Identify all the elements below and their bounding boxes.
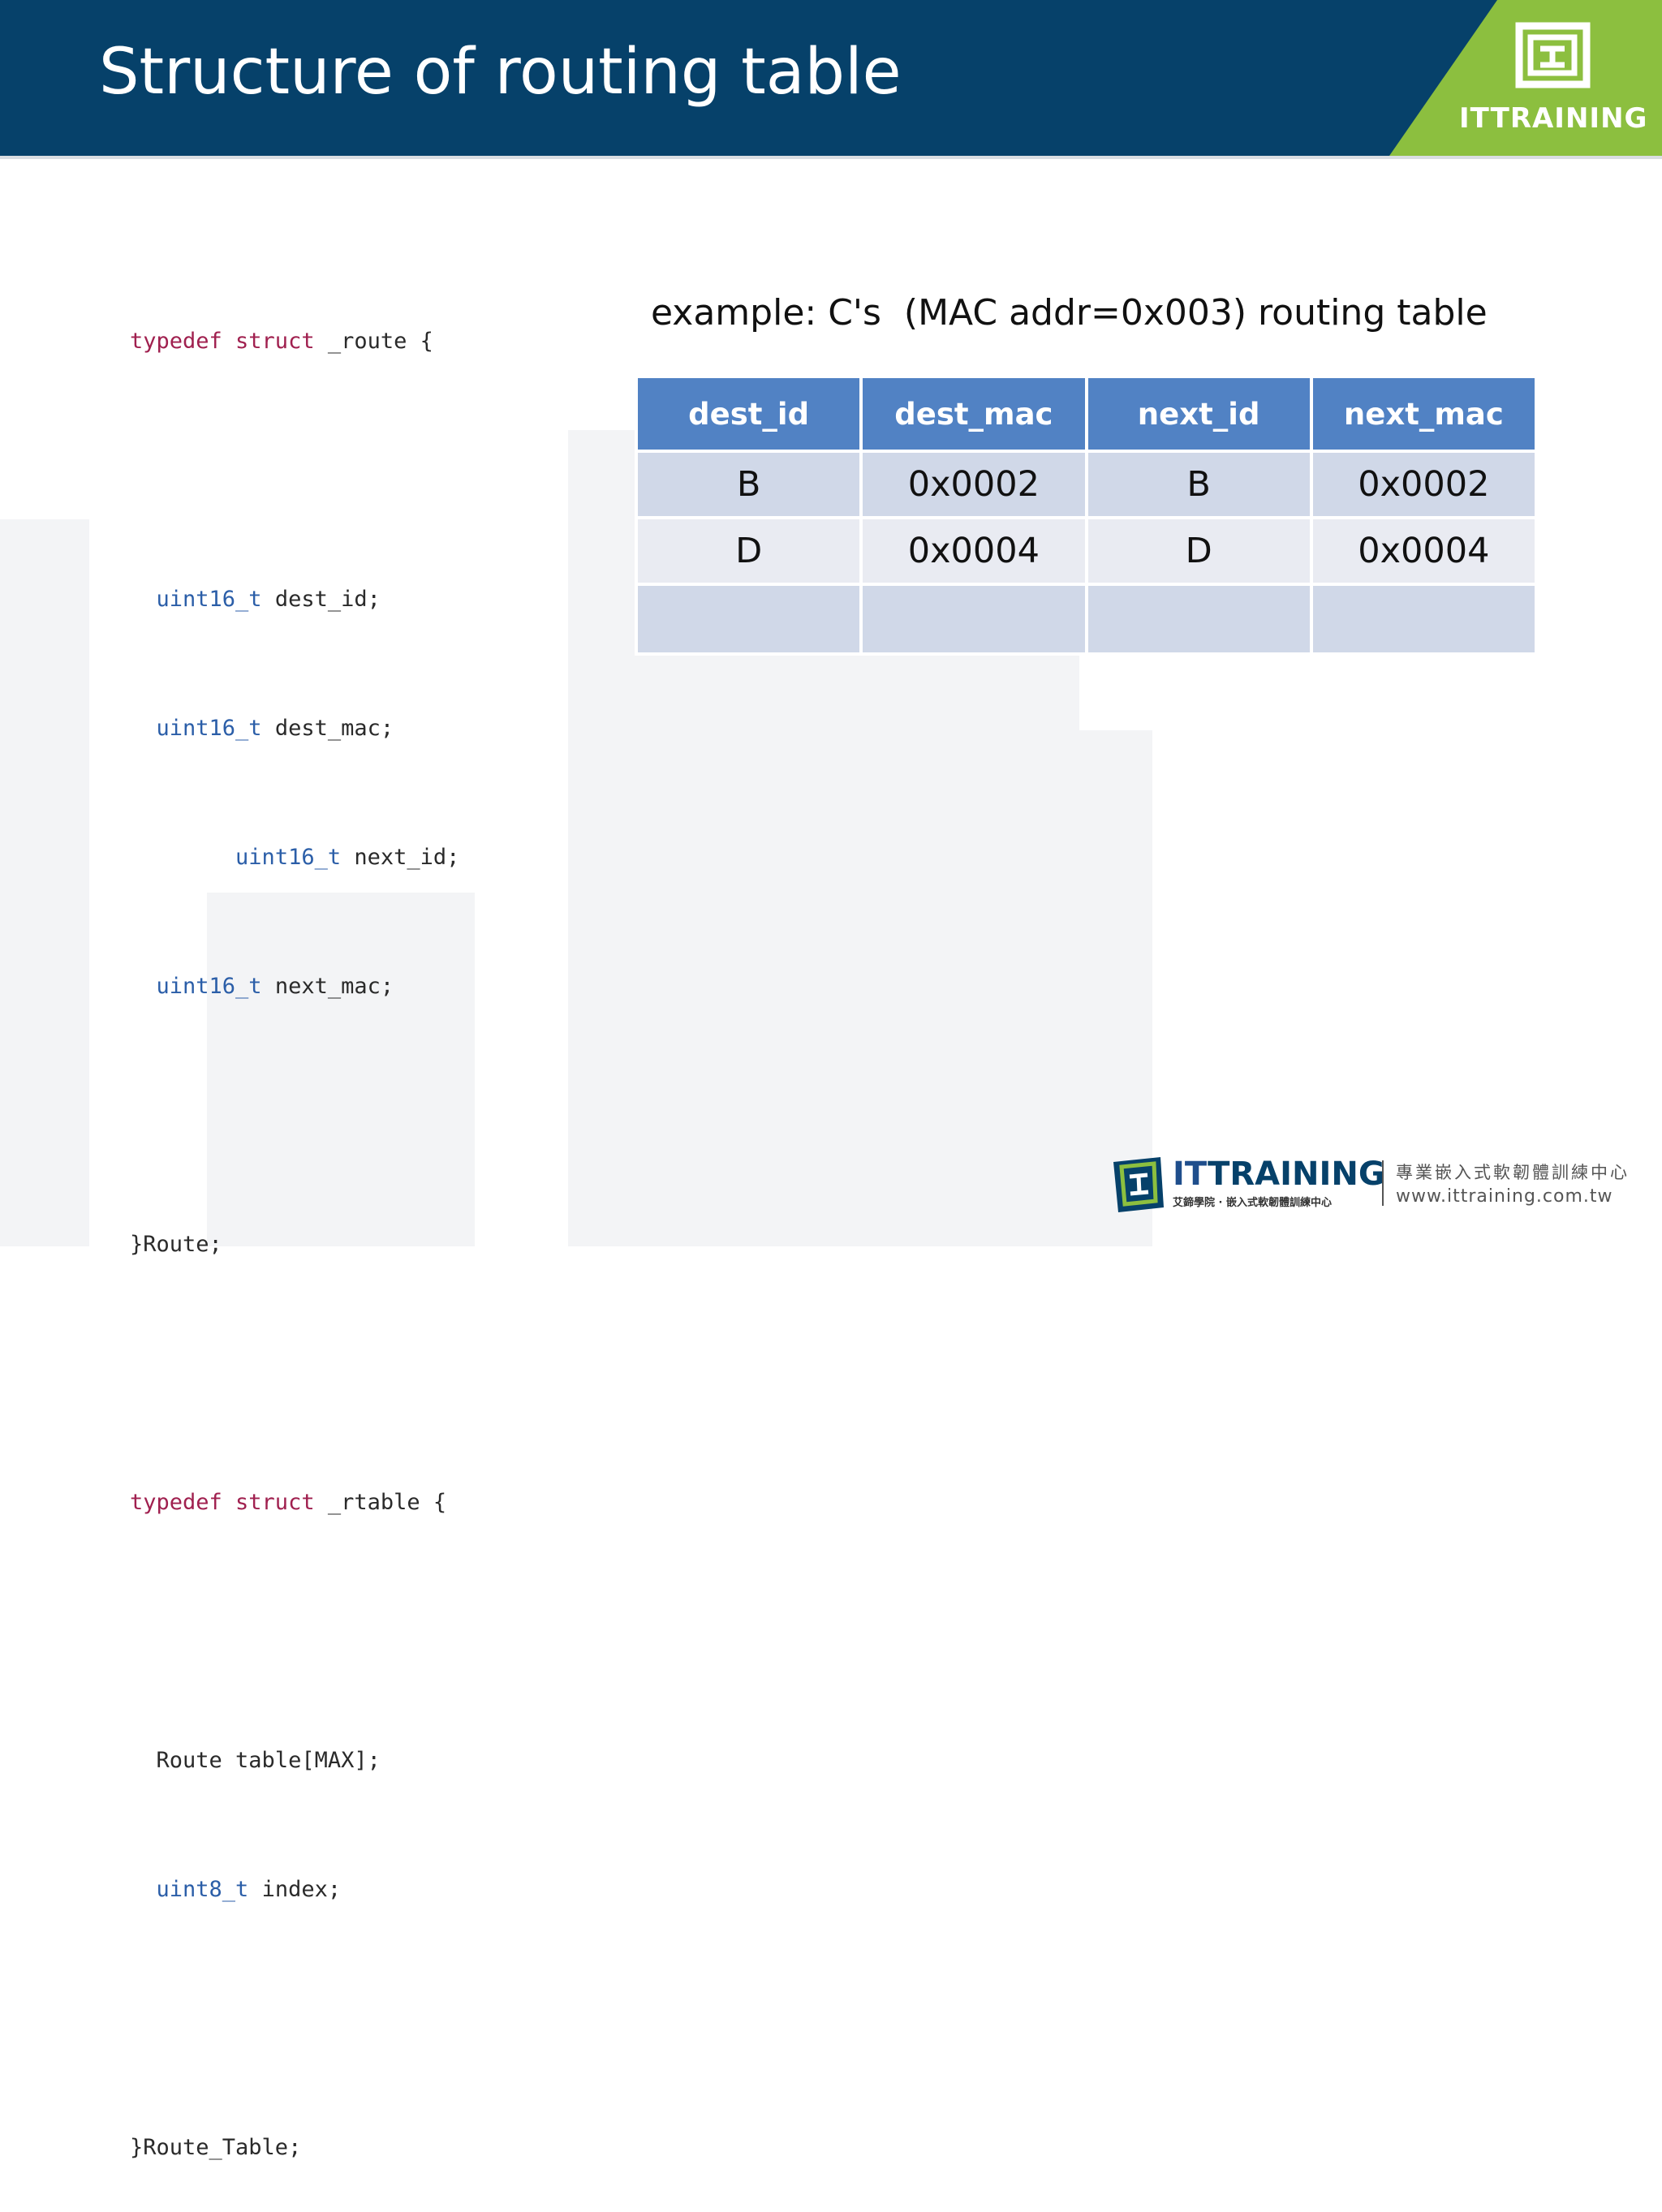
footer-logo-icon	[1113, 1157, 1164, 1212]
footer-divider	[1382, 1160, 1384, 1206]
table-cell	[1084, 583, 1313, 656]
table-cell: D	[1084, 516, 1313, 586]
code-text: }Route;	[130, 1232, 222, 1257]
slide-title: Structure of routing table	[99, 36, 902, 109]
code-line: Route table[MAX];	[130, 1739, 459, 1782]
slide-header: Structure of routing table	[0, 0, 1662, 159]
code-line: typedef struct _route {	[130, 320, 459, 363]
footer-slogan: 專業嵌入式軟韌體訓練中心	[1396, 1163, 1630, 1182]
brand-name: ITTRAINING	[1459, 102, 1648, 135]
footer-brand-prefix: IT	[1173, 1155, 1208, 1193]
code-line: }Route_Table;	[130, 2126, 459, 2169]
code-line	[130, 1094, 459, 1137]
code-line	[130, 1610, 459, 1653]
code-text: dest_mac;	[261, 716, 394, 741]
code-line: uint16_t dest_mac;	[130, 707, 459, 750]
footer-brand-rest: TRAINING	[1208, 1155, 1385, 1193]
footer-url: www.ittraining.com.tw	[1396, 1186, 1613, 1207]
code-line: }Route;	[130, 1223, 459, 1266]
footer-brand: ITTRAINING	[1173, 1155, 1385, 1193]
table-cell	[859, 583, 1088, 656]
background-watermark	[0, 519, 89, 1246]
column-header-next-mac: next_mac	[1309, 375, 1539, 453]
routing-table: dest_id dest_mac next_id next_mac B 0x00…	[634, 375, 1539, 656]
code-text: _rtable {	[314, 1490, 447, 1515]
code-line: typedef struct _rtable {	[130, 1481, 459, 1524]
code-line	[130, 1997, 459, 2040]
table-header-row: dest_id dest_mac next_id next_mac	[634, 375, 1539, 453]
code-type: uint16_t	[235, 845, 342, 870]
code-text: _route {	[314, 329, 433, 354]
code-type: uint16_t	[156, 716, 262, 741]
code-text: index;	[248, 1877, 342, 1902]
table-cell: 0x0004	[859, 516, 1088, 586]
code-text: dest_id;	[261, 587, 381, 612]
background-watermark	[207, 893, 475, 1246]
table-cell: B	[1084, 450, 1313, 519]
code-line	[130, 449, 459, 492]
code-block: typedef struct _route { uint16_t dest_id…	[130, 234, 459, 2212]
table-row	[634, 583, 1539, 656]
code-line: uint16_t dest_id;	[130, 578, 459, 621]
brand-corner	[1389, 0, 1662, 156]
code-text: next_id;	[341, 845, 460, 870]
footer-brand-subtitle: 艾鍗學院 · 嵌入式軟韌體訓練中心	[1173, 1197, 1332, 1209]
code-line	[130, 1352, 459, 1395]
code-text: next_mac;	[261, 974, 394, 999]
code-keyword: typedef struct	[130, 1490, 315, 1515]
table-row: D 0x0004 D 0x0004	[634, 516, 1539, 586]
table-cell	[1309, 583, 1539, 656]
table-cell	[634, 583, 863, 656]
example-caption: example: C's (MAC addr=0x003) routing ta…	[651, 292, 1488, 334]
table-cell: 0x0004	[1309, 516, 1539, 586]
code-keyword: typedef struct	[130, 329, 315, 354]
column-header-next-id: next_id	[1084, 375, 1313, 453]
ittraining-logo-icon	[1515, 22, 1591, 88]
background-watermark	[812, 730, 1152, 1246]
table-cell: 0x0002	[859, 450, 1088, 519]
column-header-dest-mac: dest_mac	[859, 375, 1088, 453]
code-line: uint16_t next_mac;	[130, 965, 459, 1008]
table-cell: B	[634, 450, 863, 519]
table-cell: 0x0002	[1309, 450, 1539, 519]
column-header-dest-id: dest_id	[634, 375, 863, 453]
code-type: uint8_t	[156, 1877, 249, 1902]
code-line: uint16_t next_id;	[130, 836, 459, 879]
code-text: }Route_Table;	[130, 2135, 302, 2160]
table-cell: D	[634, 516, 863, 586]
code-line: uint8_t index;	[130, 1868, 459, 1911]
code-text: Route table[MAX];	[156, 1748, 381, 1773]
code-type: uint16_t	[156, 587, 262, 612]
code-type: uint16_t	[156, 974, 262, 999]
table-row: B 0x0002 B 0x0002	[634, 450, 1539, 519]
